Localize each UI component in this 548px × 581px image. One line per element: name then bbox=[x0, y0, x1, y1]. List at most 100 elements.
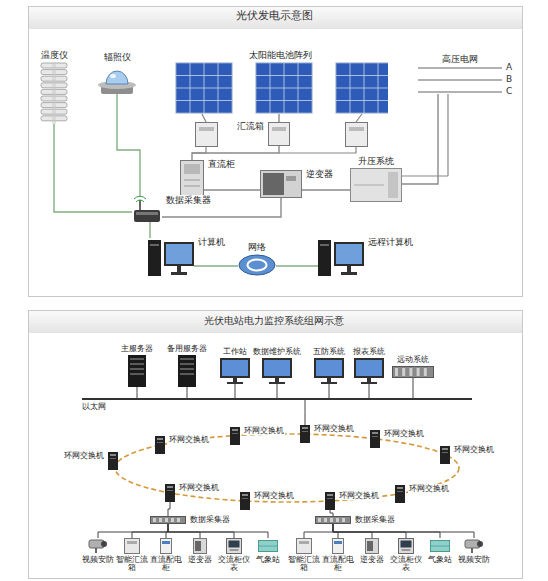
node-label: 交流柜仪表 bbox=[217, 556, 251, 573]
node-label: 数据采集器 bbox=[189, 515, 231, 524]
node-icon bbox=[350, 168, 402, 202]
connector bbox=[235, 384, 236, 398]
device-node: 高压电网 bbox=[418, 66, 502, 94]
node-icon bbox=[223, 538, 245, 554]
switch-node: 环网交换机 bbox=[300, 425, 310, 443]
device-node: 以太网 bbox=[82, 398, 472, 400]
connector bbox=[277, 384, 278, 398]
node-label: 数据采集器 bbox=[165, 195, 212, 205]
device-node: 主服务器 bbox=[128, 355, 146, 387]
device-node: 视频安防 bbox=[463, 538, 485, 554]
node-label: 气象站 bbox=[251, 556, 285, 564]
node-label: 备用服务器 bbox=[167, 344, 207, 353]
device-node: 升压系统 bbox=[350, 168, 402, 202]
panel-title: 光伏电站电力监控系统组网示意 bbox=[0, 315, 548, 327]
switch-node: 环网交换机 bbox=[395, 485, 405, 503]
node-label: 视频安防 bbox=[81, 556, 115, 564]
connector bbox=[276, 265, 318, 266]
switch-node: 环网交换机 bbox=[240, 492, 250, 510]
device-node: 逆变器 bbox=[260, 170, 302, 198]
node-label: 智能汇流箱 bbox=[287, 556, 321, 573]
node-label: 逆变器 bbox=[355, 556, 389, 564]
node-icon bbox=[132, 196, 162, 222]
panel-frame bbox=[29, 7, 523, 297]
node-label: 逆变器 bbox=[305, 169, 334, 179]
node-icon bbox=[262, 358, 292, 384]
node-icon bbox=[370, 430, 380, 448]
connector bbox=[117, 94, 140, 196]
connector bbox=[194, 265, 238, 266]
node-label: 环网交换机 bbox=[168, 435, 210, 444]
node-icon bbox=[220, 358, 250, 384]
node-label: 汇流箱 bbox=[236, 121, 265, 131]
connector bbox=[192, 146, 279, 160]
node-label: 环网交换机 bbox=[178, 483, 220, 492]
connector bbox=[333, 524, 474, 538]
device-node: 数据采集器 bbox=[315, 516, 351, 524]
connector bbox=[168, 524, 200, 538]
connector bbox=[98, 524, 168, 538]
node-icon bbox=[318, 238, 364, 276]
node-icon bbox=[172, 62, 388, 114]
node-icon bbox=[440, 446, 450, 464]
node-icon bbox=[392, 366, 434, 378]
device-node: 智能汇流箱 bbox=[121, 538, 143, 554]
connector bbox=[187, 387, 188, 398]
node-icon bbox=[155, 436, 165, 454]
node-label: 数据采集器 bbox=[354, 515, 396, 524]
node-label: 五防系统 bbox=[313, 347, 345, 356]
node-icon bbox=[327, 538, 349, 554]
device-node: 数据维护系统 bbox=[262, 358, 292, 384]
connector bbox=[330, 510, 333, 516]
connector bbox=[369, 384, 370, 398]
connector bbox=[137, 387, 138, 398]
node-label: 升压系统 bbox=[358, 156, 394, 166]
device-node: 智能汇流箱 bbox=[293, 538, 315, 554]
panel-frame bbox=[29, 311, 523, 579]
node-icon bbox=[165, 484, 175, 502]
node-icon bbox=[150, 516, 186, 524]
node-label: 报表系统 bbox=[353, 347, 385, 356]
node-icon bbox=[418, 66, 502, 94]
node-icon bbox=[300, 425, 310, 443]
connector bbox=[54, 124, 132, 212]
device-node: 远动系统 bbox=[392, 366, 434, 378]
node-icon bbox=[268, 122, 290, 146]
node-label: 远程计算机 bbox=[367, 237, 414, 247]
node-icon bbox=[314, 358, 344, 384]
device-node: 交流柜仪表 bbox=[395, 538, 417, 554]
node-label: 计算机 bbox=[197, 237, 226, 247]
switch-node: 环网交换机 bbox=[108, 452, 118, 470]
grid-feeders bbox=[402, 94, 448, 176]
node-icon bbox=[315, 516, 351, 524]
node-label: 逆变器 bbox=[183, 556, 217, 564]
device-node: 逆变器 bbox=[361, 538, 383, 554]
switch-node: 环网交换机 bbox=[370, 430, 380, 448]
device-node: 视频安防 bbox=[87, 538, 109, 554]
device-node: 逆变器 bbox=[189, 538, 211, 554]
switch-node: 环网交换机 bbox=[325, 492, 335, 510]
connector bbox=[302, 189, 350, 190]
connector bbox=[333, 524, 406, 538]
node-label: 气象站 bbox=[423, 556, 457, 564]
node-label: 辐照仪 bbox=[104, 52, 131, 62]
device-node: 直流配电柜 bbox=[155, 538, 177, 554]
node-label: 温度仪 bbox=[41, 50, 68, 60]
node-label: 远动系统 bbox=[397, 355, 429, 364]
connector bbox=[304, 524, 333, 538]
device-node: 网络 bbox=[238, 254, 276, 276]
node-icon bbox=[148, 238, 194, 276]
device-node: 工作站 bbox=[220, 358, 250, 384]
device-node: 直流配电柜 bbox=[327, 538, 349, 554]
node-icon bbox=[325, 492, 335, 510]
device-node: 温度仪 bbox=[40, 62, 68, 124]
device-node: 数据采集器 bbox=[150, 516, 186, 524]
connector bbox=[305, 400, 306, 425]
phase-label: A bbox=[506, 62, 512, 72]
node-label: 环网交换机 bbox=[408, 484, 450, 493]
connector bbox=[168, 524, 234, 538]
connector bbox=[329, 384, 330, 398]
node-icon bbox=[293, 538, 315, 554]
node-icon bbox=[240, 492, 250, 510]
diagram-title: 光伏发电示意图 bbox=[0, 10, 548, 23]
